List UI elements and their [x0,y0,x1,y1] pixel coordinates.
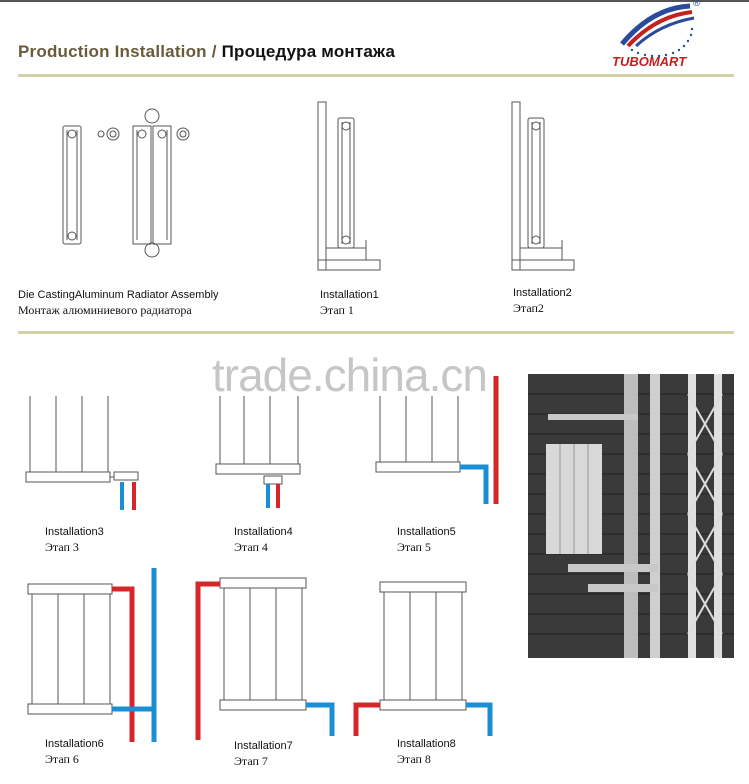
caption-installation3: Installation3 Этап 3 [45,525,104,555]
installation8-drawing [353,581,493,736]
header-divider [18,74,734,77]
caption-ru: Этап 3 [45,540,79,554]
installation4-drawing [215,396,301,508]
installation7-drawing [195,577,335,740]
caption-en: Installation1 [320,289,379,301]
caption-ru: Этап 8 [397,752,431,766]
caption-ru: Этап 5 [397,540,431,554]
caption-installation5: Installation5 Этап 5 [397,525,456,555]
caption-installation6: Installation6 Этап 6 [45,737,104,767]
radiator-assembly-drawing [62,108,190,258]
installation6-drawing [27,568,157,742]
caption-ru: Этап 6 [45,752,79,766]
caption-installation8: Installation8 Этап 8 [397,737,456,767]
caption-en: Die CastingAluminum Radiator Assembly [18,289,219,301]
title-separator: / [211,42,217,61]
installation3-drawing [25,396,139,510]
tubomart-logo-icon [620,3,695,58]
installation2-drawing [511,101,575,271]
caption-installation7: Installation7 Этап 7 [234,739,293,769]
caption-ru: Этап 1 [320,303,354,317]
top-border [0,0,749,2]
caption-assembly: Die CastingAluminum Radiator Assembly Мо… [18,288,219,318]
caption-en: Installation2 [513,287,572,299]
section-divider [18,331,734,334]
caption-ru: Этап 4 [234,540,268,554]
caption-en: Installation6 [45,738,104,750]
caption-ru: Этап2 [513,301,544,315]
caption-en: Installation7 [234,740,293,752]
installation5-drawing [375,376,499,504]
title-english: Production Installation [18,42,207,61]
caption-en: Installation4 [234,526,293,538]
caption-ru: Монтаж алюминиевого радиатора [18,303,192,317]
page-title: Production Installation / Процедура монт… [18,42,395,62]
installation1-drawing [317,101,381,271]
caption-en: Installation8 [397,738,456,750]
installation-photo [528,374,734,658]
brand-name: TUBOMART [612,54,687,69]
caption-installation2: Installation2 Этап2 [513,286,572,316]
registered-mark: ® [693,0,701,9]
caption-ru: Этап 7 [234,754,268,768]
caption-installation1: Installation1 Этап 1 [320,288,379,318]
title-russian: Процедура монтажа [221,42,396,61]
caption-installation4: Installation4 Этап 4 [234,525,293,555]
caption-en: Installation3 [45,526,104,538]
watermark: trade.china.cn [212,349,488,401]
caption-en: Installation5 [397,526,456,538]
